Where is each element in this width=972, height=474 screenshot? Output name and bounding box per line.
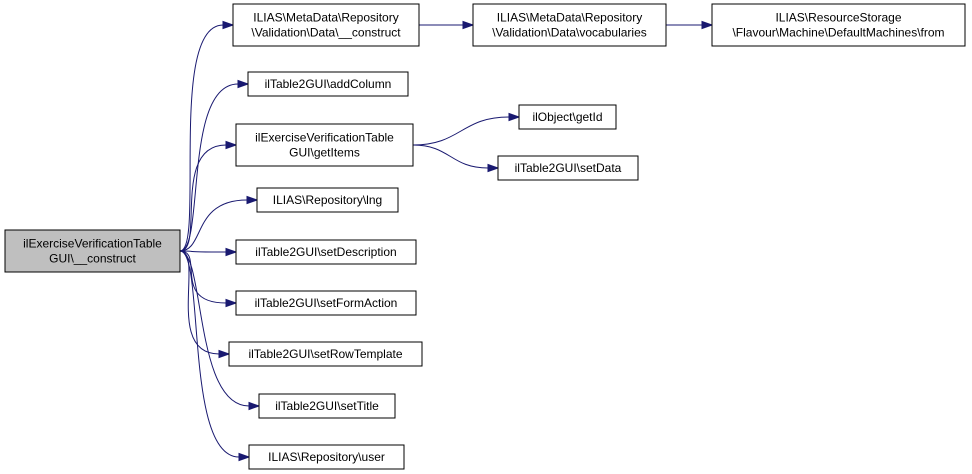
node-box xyxy=(4,229,181,273)
arrowhead-icon xyxy=(218,349,231,359)
edge-root-to-user xyxy=(179,250,251,462)
arrowhead-icon xyxy=(701,20,714,30)
arrowhead-icon xyxy=(248,401,261,411)
node-label-line: ilObject\getId xyxy=(532,110,602,124)
edge-root-to-set_form_action xyxy=(179,250,238,308)
edge-root-to-add_column xyxy=(179,79,250,252)
edge-md_construct-to-md_vocab xyxy=(419,20,475,30)
node-label-line: \Validation\Data\__construct xyxy=(251,26,401,40)
node-box xyxy=(235,290,417,316)
node-label-line: ilTable2GUI\addColumn xyxy=(265,77,392,91)
node-label-line: ILIAS\ResourceStorage xyxy=(775,11,901,25)
arrowhead-icon xyxy=(225,247,238,257)
edge-md_vocab-to-rs_from xyxy=(666,20,714,30)
arrowhead-icon xyxy=(462,20,475,30)
node-label-line: ILIAS\Repository\lng xyxy=(273,193,382,207)
arrowhead-icon xyxy=(508,112,521,122)
edge-root-to-get_items xyxy=(179,140,238,252)
edge-line xyxy=(179,250,240,458)
edge-root-to-set_title xyxy=(179,250,261,411)
node-label-line: ilExerciseVerificationTable xyxy=(255,131,394,145)
node-label-line: ILIAS\MetaData\Repository xyxy=(497,11,642,25)
node-box xyxy=(711,3,966,47)
node-box xyxy=(235,239,417,265)
arrowhead-icon xyxy=(225,140,238,150)
node-label-line: ilTable2GUI\setRowTemplate xyxy=(248,347,402,361)
arrowhead-icon xyxy=(237,79,250,89)
node-set-description[interactable]: ilTable2GUI\setDescription xyxy=(235,239,417,265)
edge-line xyxy=(179,250,250,407)
node-md-construct[interactable]: ILIAS\MetaData\Repository\Validation\Dat… xyxy=(232,3,420,47)
node-set-row-template[interactable]: ilTable2GUI\setRowTemplate xyxy=(228,341,423,367)
node-box xyxy=(472,3,667,47)
node-root: ilExerciseVerificationTableGUI\__constru… xyxy=(4,229,181,273)
node-label-line: GUI\getItems xyxy=(289,146,360,160)
edge-line xyxy=(179,83,239,252)
node-user[interactable]: ILIAS\Repository\user xyxy=(248,444,405,470)
node-label-line: \Validation\Data\vocabularies xyxy=(492,26,647,40)
edge-line xyxy=(179,250,227,304)
node-rs-from[interactable]: ILIAS\ResourceStorage\Flavour\Machine\De… xyxy=(711,3,966,47)
node-label-line: ILIAS\Repository\user xyxy=(268,450,385,464)
arrowhead-icon xyxy=(222,20,235,30)
node-box xyxy=(256,187,399,213)
edge-line xyxy=(179,199,248,252)
edge-line xyxy=(179,250,220,355)
node-box xyxy=(228,341,423,367)
node-label-line: ilTable2GUI\setData xyxy=(515,161,622,175)
edge-line xyxy=(179,250,227,253)
arrowhead-icon xyxy=(238,452,251,462)
node-lng[interactable]: ILIAS\Repository\lng xyxy=(256,187,399,213)
node-label-line: ilTable2GUI\setDescription xyxy=(255,245,396,259)
node-get-id[interactable]: ilObject\getId xyxy=(518,104,617,130)
arrowhead-icon xyxy=(246,195,259,205)
node-box xyxy=(248,444,405,470)
edge-root-to-lng xyxy=(179,195,259,252)
edge-line xyxy=(412,144,489,169)
node-add-column[interactable]: ilTable2GUI\addColumn xyxy=(247,71,409,97)
edge-root-to-md_construct xyxy=(179,20,235,252)
node-set-title[interactable]: ilTable2GUI\setTitle xyxy=(258,393,396,419)
node-label-line: GUI\__construct xyxy=(49,252,136,266)
node-box xyxy=(232,3,420,47)
edge-line xyxy=(179,144,227,252)
node-set-data[interactable]: ilTable2GUI\setData xyxy=(497,155,639,181)
node-box xyxy=(497,155,639,181)
node-label-line: ilTable2GUI\setFormAction xyxy=(255,296,398,310)
edge-get_items-to-get_id xyxy=(412,112,521,146)
edge-line xyxy=(412,116,510,146)
node-box xyxy=(247,71,409,97)
node-label-line: ilExerciseVerificationTable xyxy=(23,237,162,251)
node-box xyxy=(258,393,396,419)
node-label-line: ilTable2GUI\setTitle xyxy=(275,399,379,413)
edge-root-to-set_description xyxy=(179,247,238,257)
node-label-line: \Flavour\Machine\DefaultMachines\from xyxy=(732,26,944,40)
node-set-form-action[interactable]: ilTable2GUI\setFormAction xyxy=(235,290,417,316)
arrowhead-icon xyxy=(487,163,500,173)
node-box xyxy=(235,123,414,167)
arrowhead-icon xyxy=(225,298,238,308)
node-box xyxy=(518,104,617,130)
edge-root-to-set_row_template xyxy=(179,250,231,359)
edge-line xyxy=(179,24,224,252)
node-label-line: ILIAS\MetaData\Repository xyxy=(253,11,398,25)
node-md-vocab[interactable]: ILIAS\MetaData\Repository\Validation\Dat… xyxy=(472,3,667,47)
edge-get_items-to-set_data xyxy=(412,144,500,173)
